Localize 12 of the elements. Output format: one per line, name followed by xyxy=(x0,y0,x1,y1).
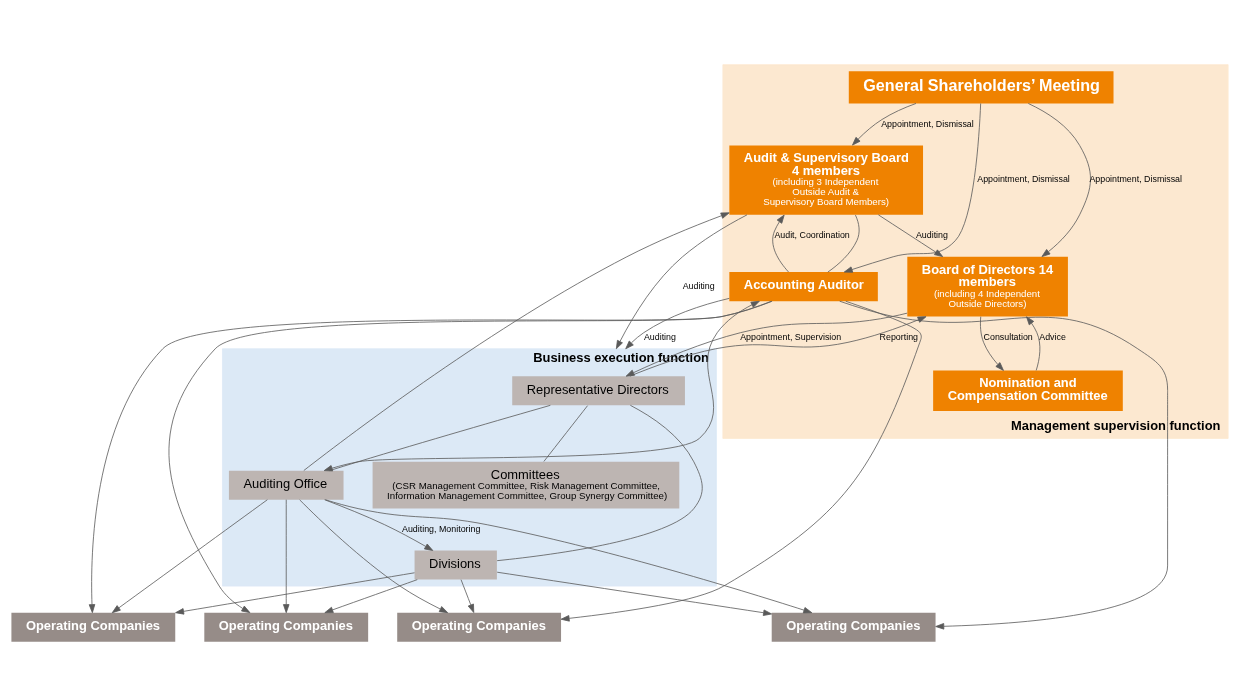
edge-label: Audit, Coordination xyxy=(774,230,850,241)
edge-label: Appointment, Dismissal xyxy=(1089,174,1183,185)
edge-label: Reporting xyxy=(879,331,919,342)
edge-label: Appointment, Dismissal xyxy=(977,174,1070,185)
edge-label: Auditing, Monitoring xyxy=(402,523,481,534)
edge-label: Advice xyxy=(1039,331,1066,342)
edge-label: Auditing xyxy=(643,331,676,342)
edge-label: Appointment, Supervision xyxy=(740,331,842,342)
edge-label: Appointment, Dismissal xyxy=(881,118,974,129)
edge-label: Consultation xyxy=(983,331,1033,342)
edge-label: Auditing xyxy=(682,280,715,291)
edge-label: Auditing xyxy=(915,230,948,241)
